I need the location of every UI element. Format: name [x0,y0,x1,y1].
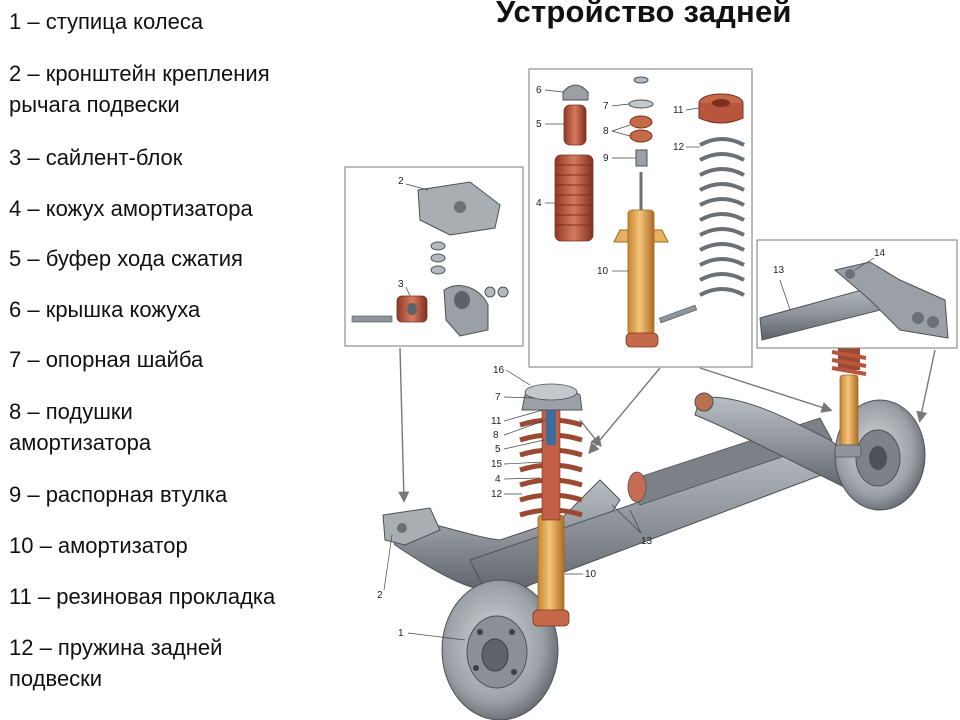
callout-11: 11 [491,416,502,427]
legend-item-11: 11 – резиновая прокладка [9,584,276,609]
legend-item-3: 3 – сайлент-блок [9,145,183,170]
main-callouts: 16 7 11 8 5 15 4 12 10 13 2 1 [377,365,653,641]
inset-strut-exploded: 6 5 4 7 8 9 10 11 12 [528,68,833,455]
callout-5: 5 [495,444,501,455]
legend-item-10: 10 – амортизатор [9,533,188,558]
callout-8: 8 [493,430,499,441]
callout-11-inset: 11 [673,105,684,116]
parts-legend: 1 – ступица колеса 2 – кронштейн креплен… [9,6,327,720]
callout-1: 1 [398,628,404,639]
callout-9-inset: 9 [603,153,609,164]
legend-item-9: 9 – распорная втулка [9,482,228,507]
callout-4-inset: 4 [536,198,542,209]
main-assembly [382,348,926,720]
inset-bracket: 2 3 [344,166,524,503]
callout-14-inset: 14 [874,248,886,259]
callout-7: 7 [495,392,501,403]
legend-item-6: 6 – крышка кожуха [9,297,201,322]
legend-item-1: 1 – ступица колеса [9,9,204,34]
legend-item-7: 7 – опорная шайба [9,347,204,372]
legend-item-4: 4 – кожух амортизатора [9,196,253,221]
callout-5-inset: 5 [536,119,542,130]
callout-12: 12 [491,489,503,500]
page-title: Устройство задней [496,0,792,29]
callout-10-inset: 10 [597,266,609,277]
callout-2: 2 [377,590,383,601]
callout-8-inset: 8 [603,126,609,137]
callout-16: 16 [493,365,505,376]
callout-3-inset: 3 [398,279,404,290]
suspension-illustration: 2 3 [320,60,960,720]
legend-item-5: 5 – буфер хода сжатия [9,246,243,271]
callout-6-inset: 6 [536,85,542,96]
callout-15: 15 [491,459,503,470]
callout-2-inset: 2 [398,176,404,187]
inset-beam: 13 14 [756,239,958,423]
callout-10: 10 [585,569,597,580]
callout-7-inset: 7 [603,101,609,112]
callout-13: 13 [641,536,653,547]
callout-12-inset: 12 [673,142,685,153]
callout-13-inset: 13 [773,265,785,276]
callout-4: 4 [495,474,501,485]
